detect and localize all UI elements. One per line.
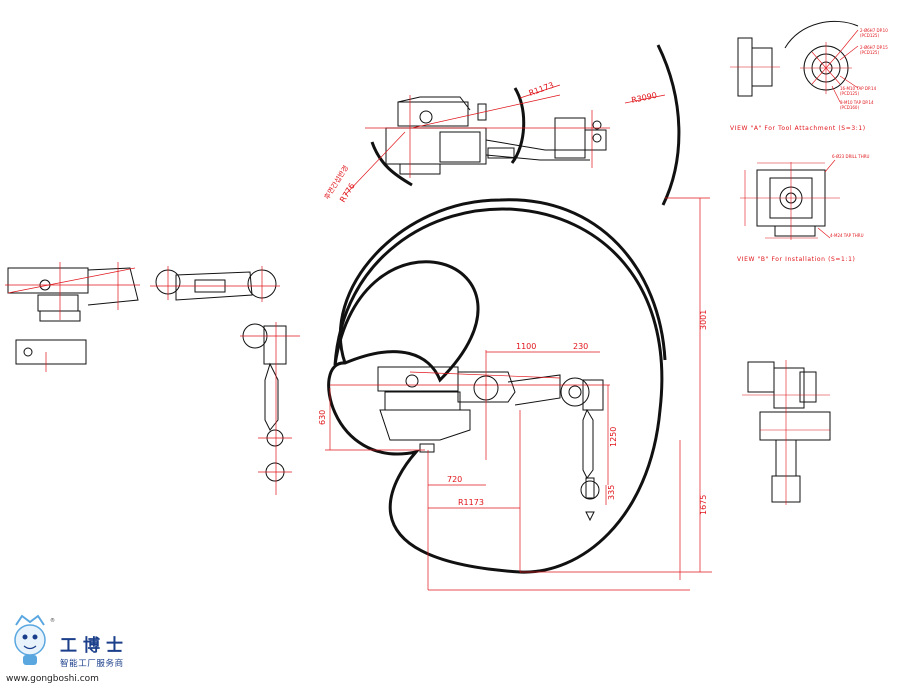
logo-registered: ®: [50, 617, 55, 624]
middle-wrist-view: [242, 323, 287, 482]
view-a-label-7: 8-M10 TAP DP.14: [840, 100, 874, 105]
logo-tagline: 智能工厂服务商: [60, 658, 124, 669]
top-view-dims: [344, 84, 666, 196]
work-envelope-outline: [327, 198, 667, 574]
dim-630: 630: [318, 410, 327, 425]
view-a-flange: [737, 20, 859, 97]
right-front-view: [747, 361, 831, 503]
dim-1100: 1100: [516, 342, 536, 351]
view-a-dims: [730, 29, 859, 103]
view-b-label-2: 4-M24 TAP THRU: [830, 233, 864, 238]
main-dim-lines: [325, 197, 712, 591]
dim-720: 720: [447, 475, 462, 484]
dim-1675: 1675: [699, 495, 708, 515]
right-front-dims: [742, 360, 830, 505]
view-b-label-1: 6-Ø23 DRILL THRU: [832, 154, 869, 159]
dim-1250: 1250: [609, 427, 618, 447]
middle-wrist-dims: [240, 322, 300, 495]
logo-url: www.gongboshi.com: [6, 674, 99, 684]
left-side-dims: [5, 262, 140, 372]
top-view-robot: [385, 96, 607, 175]
view-b-title: VIEW "B" For Installation (S=1:1): [737, 256, 855, 263]
top-radius-label-b: R3090: [631, 91, 658, 105]
left-side-view: [7, 267, 139, 365]
top-radius-label-c: R776: [338, 182, 357, 204]
view-a-label-8: (PCD160): [840, 105, 859, 110]
view-a-label-1: 2-Ø6H7 DP.10: [860, 28, 888, 33]
dim-3001: 3001: [699, 310, 708, 330]
view-a-label-4: (PCD125): [860, 50, 879, 55]
view-a-title: VIEW "A" For Tool Attachment (S=3:1): [730, 125, 866, 132]
logo-name: 工博士: [60, 635, 129, 656]
top-radius-label-a: R1173: [528, 81, 555, 98]
dim-230: 230: [573, 342, 588, 351]
mascot-icon: [14, 624, 46, 656]
dim-r1173: R1173: [458, 498, 484, 507]
gongboshi-logo: ® 工博士 智能工厂服务商 www.gongboshi.com: [6, 614, 129, 684]
main-robot-side: [377, 366, 604, 522]
top-view-arcs: [370, 44, 681, 206]
view-a-label-5: 16-M10 TAP DP.14: [840, 86, 877, 91]
view-a-label-6: (PCD125): [840, 91, 859, 96]
view-a-label-3: 2-Ø6H7 DP.15: [860, 45, 888, 50]
view-b-dims: [740, 159, 840, 240]
middle-top-view: [155, 269, 277, 301]
middle-top-dims: [150, 266, 280, 302]
dim-335: 335: [607, 485, 616, 500]
view-a-label-2: (PCD125): [860, 33, 879, 38]
